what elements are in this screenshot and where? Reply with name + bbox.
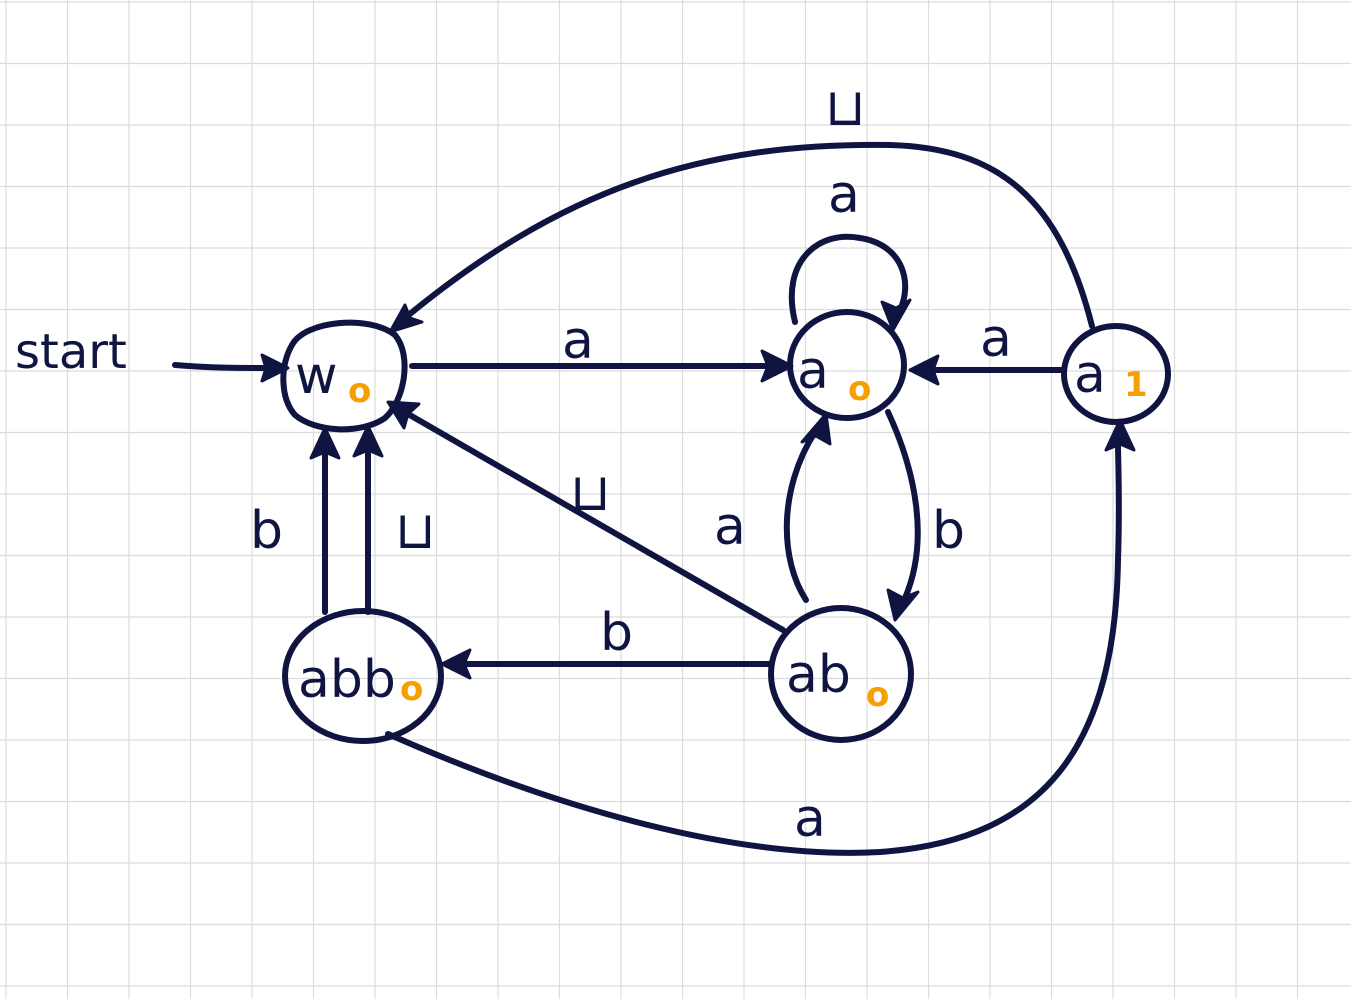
edge-a0-to-ab-head (886, 588, 920, 622)
edge-abb-to-w-blank-head (352, 424, 384, 458)
edge-abb-to-a1 (385, 442, 1122, 856)
edge-label-ab-to-abb: b (600, 603, 633, 663)
edge-a0-loop (788, 233, 909, 325)
state-ab: ab o (768, 605, 914, 743)
edge-label-a0-to-ab: b (932, 501, 965, 561)
state-a1-sub: 1 (1124, 365, 1148, 405)
state-a0-circle (787, 309, 907, 421)
edge-ab-to-w (405, 411, 786, 633)
edge-label-w-to-a0: a (562, 311, 594, 371)
state-a0-sub: o (848, 369, 871, 409)
state-w: w o (280, 319, 408, 433)
edge-label-abb-to-a1: a (794, 789, 826, 849)
edge-ab-to-a0 (783, 429, 818, 603)
edge-label-ab-to-a0: a (714, 497, 746, 557)
state-a1: a 1 (1061, 323, 1171, 425)
state-ab-circle (768, 605, 914, 743)
start-arrow-head (260, 353, 290, 383)
edge-ab-to-abb-head (440, 648, 472, 680)
edge-w-to-a0-head (760, 349, 794, 383)
start-arrow (172, 362, 271, 371)
state-abb-circle (282, 608, 444, 744)
edge-label-a1-to-w: ⊔ (825, 78, 866, 138)
edge-ab-to-a0-head (800, 412, 832, 446)
edge-label-a0-loop: a (828, 165, 860, 225)
state-abb-label: abb (298, 650, 396, 710)
edge-abb-to-w-b-head (309, 426, 341, 460)
state-w-sub: o (348, 371, 371, 411)
state-abb-sub: o (400, 669, 423, 709)
edge-a1-to-w-head (388, 303, 424, 334)
state-w-circle (280, 319, 408, 433)
edge-label-abb-to-w-b: b (250, 501, 283, 561)
state-abb: abb o (282, 608, 444, 744)
edge-a0-loop-head (880, 298, 912, 332)
state-w-label: w (295, 346, 338, 406)
edge-a1-to-a0-head (908, 354, 940, 386)
edge-abb-to-a1-head (1104, 418, 1136, 452)
state-a0: a o (787, 309, 907, 421)
edge-a0-to-ab (885, 409, 921, 601)
edge-label-abb-to-w-blank: ⊔ (395, 501, 436, 561)
edge-label-ab-to-w: ⊔ (570, 463, 611, 523)
edge-a1-to-w (402, 141, 1095, 329)
state-ab-sub: o (866, 675, 889, 715)
state-ab-label: ab (786, 645, 851, 705)
state-a1-circle (1061, 323, 1171, 425)
start-label: start (15, 324, 127, 380)
edge-label-a1-to-a0: a (980, 309, 1012, 369)
state-a1-label: a (1074, 345, 1106, 405)
state-a0-label: a (797, 341, 829, 401)
